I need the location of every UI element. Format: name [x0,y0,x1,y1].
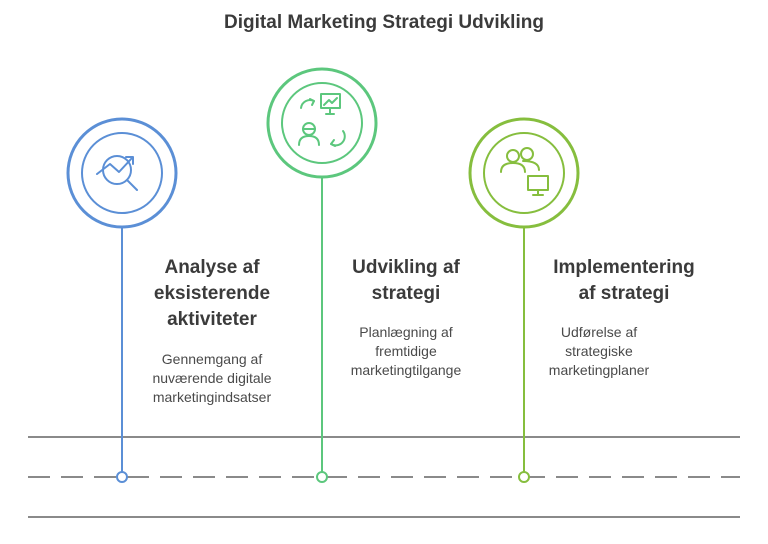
step-3-heading: Implementering af strategi [553,257,695,304]
magnifier-growth-chart-icon [96,155,138,191]
diagram-title: Digital Marketing Strategi Udvikling [224,12,544,33]
step-1-description: Gennemgang af nuværende digitale marketi… [152,351,272,405]
step-3-description: Udførelse af strategiske marketingplaner [548,324,650,378]
step-1-heading: Analyse af eksisterende aktiviteter [153,257,271,330]
step-1-marker [66,117,178,483]
step-2-description: Planlægning af fremtidige marketingtilga… [350,324,462,378]
step-2-heading: Udvikling af strategi [352,257,460,304]
strategy-presentation-icon [298,93,346,147]
team-computer-icon [500,147,549,196]
step-3-marker [468,117,580,483]
